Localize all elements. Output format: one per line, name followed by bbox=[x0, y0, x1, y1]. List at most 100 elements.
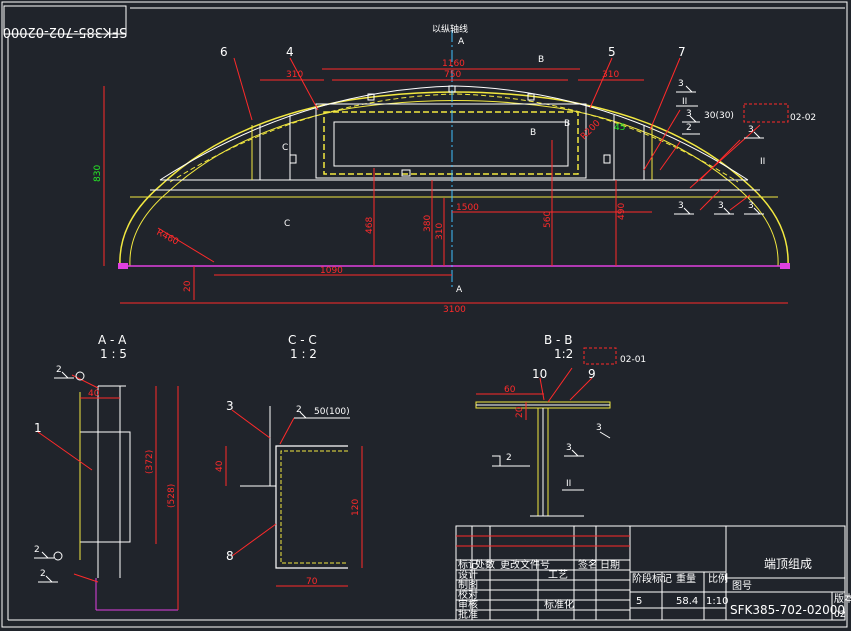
tb-proc: 工艺 bbox=[548, 569, 568, 581]
leader bbox=[289, 57, 319, 111]
tb-col-doc: 更改文件号 bbox=[500, 558, 550, 571]
bolt-mark bbox=[367, 93, 375, 101]
base-foot-left bbox=[118, 263, 128, 269]
weld-symbol: 3 bbox=[564, 443, 584, 457]
leader bbox=[659, 141, 681, 171]
weld-symbol: 3 bbox=[744, 201, 764, 215]
svg-text:3: 3 bbox=[678, 201, 684, 211]
bb-callout-9: 9 bbox=[588, 367, 596, 381]
symbol-ii-right: II bbox=[760, 157, 765, 167]
section-mark-b-2: B bbox=[530, 128, 536, 138]
title-block-frame bbox=[455, 525, 846, 621]
dim-1160: 1160 bbox=[442, 59, 465, 69]
dim-490: 490 bbox=[617, 203, 627, 220]
cc-leader bbox=[231, 523, 277, 557]
weld-symbol: 2 bbox=[682, 123, 700, 135]
window-frame bbox=[323, 111, 579, 175]
section-a-a: A - A 1 : 5 1 40 (372) (528) 2 2 bbox=[34, 333, 179, 611]
svg-text:3: 3 bbox=[678, 79, 684, 89]
weld-symbol: 3 bbox=[596, 423, 611, 439]
weld-symbol: 2 bbox=[38, 569, 58, 583]
weld-note: 30(30) bbox=[704, 111, 734, 121]
callout-4: 4 bbox=[286, 45, 294, 59]
section-mark-c-2: C bbox=[284, 219, 290, 229]
dim-310-right: 310 bbox=[602, 70, 619, 80]
cc-weld-line bbox=[294, 411, 350, 419]
bb-leader bbox=[569, 377, 593, 401]
tb-sc-hdr: 比例 bbox=[708, 572, 728, 585]
dim-468: 468 bbox=[365, 217, 375, 234]
weld-symbol: 2 bbox=[34, 545, 63, 561]
tb-scale: 1:10 bbox=[706, 596, 728, 607]
callout-7: 7 bbox=[678, 45, 686, 59]
bb-dim-20: 20 bbox=[515, 406, 525, 418]
svg-text:2: 2 bbox=[56, 365, 62, 375]
section-mark-a-top: A bbox=[458, 37, 465, 47]
svg-text:3: 3 bbox=[718, 201, 724, 211]
aa-dim-372: (372) bbox=[145, 450, 155, 474]
leader bbox=[643, 109, 681, 171]
weld-symbol: 3 bbox=[682, 109, 700, 123]
dim-310-v: 310 bbox=[435, 223, 445, 240]
tb-role-check: 校对 bbox=[458, 588, 478, 601]
bb-plate bbox=[475, 401, 611, 409]
bb-symbol-ii: II bbox=[566, 479, 571, 489]
leader bbox=[233, 57, 253, 121]
section-aa-scale: 1 : 5 bbox=[100, 347, 127, 361]
dim-560: 560 bbox=[543, 211, 553, 228]
svg-text:3: 3 bbox=[596, 423, 602, 433]
svg-text:3: 3 bbox=[748, 201, 754, 211]
tb-drw-hdr: 图号 bbox=[732, 580, 752, 592]
bolt-mark bbox=[401, 169, 411, 177]
dim-380: 380 bbox=[423, 215, 433, 232]
tb-part-name: 端顶组成 bbox=[764, 557, 812, 571]
cc-channel-inner bbox=[280, 450, 348, 564]
bb-callout-10: 10 bbox=[532, 367, 547, 381]
tb-drawing-no: SFK385-702-02000 bbox=[730, 603, 845, 617]
aa-dim-40: 40 bbox=[88, 389, 100, 399]
section-mark-b-3: B bbox=[564, 119, 570, 129]
svg-text:2: 2 bbox=[34, 545, 40, 555]
dim-310-left: 310 bbox=[286, 70, 303, 80]
dim-1500: 1500 bbox=[456, 203, 479, 213]
section-mark-c-1: C bbox=[282, 143, 288, 153]
tb-role-design: 设计 bbox=[458, 568, 478, 581]
bolt-mark bbox=[448, 85, 456, 93]
section-c-c: C - C 1 : 2 3 8 2 50(100) 40 120 70 bbox=[215, 333, 363, 587]
title-block-text: 标记 处数 更改文件号 签名 日期 设计 制图 校对 审核 批准 工艺 标准化 … bbox=[458, 557, 851, 621]
bb-leader bbox=[539, 377, 545, 401]
section-cc-scale: 1 : 2 bbox=[290, 347, 317, 361]
tb-std: 标准化 bbox=[544, 598, 574, 611]
svg-text:2: 2 bbox=[40, 569, 46, 579]
cc-leader bbox=[279, 417, 295, 445]
cc-weld-2: 2 bbox=[296, 405, 302, 415]
dim-r460: R460 bbox=[155, 228, 181, 248]
callout-5: 5 bbox=[608, 45, 616, 59]
bolt-mark bbox=[527, 93, 535, 101]
cc-leader bbox=[231, 409, 271, 439]
weld-symbol: 3 bbox=[676, 79, 696, 93]
tb-wt-hdr: 重量 bbox=[676, 572, 696, 585]
cc-dim-70: 70 bbox=[306, 577, 318, 587]
tb-ver-hdr: 版本 bbox=[834, 592, 851, 605]
weld-symbol: II bbox=[676, 97, 698, 107]
aa-body bbox=[79, 431, 131, 543]
leader bbox=[729, 194, 751, 211]
cc-dim-40: 40 bbox=[215, 460, 225, 472]
dim-45: 45 bbox=[614, 123, 625, 133]
svg-text:2: 2 bbox=[686, 123, 692, 133]
tb-sheet: 02 bbox=[834, 610, 845, 620]
tb-role-approve: 批准 bbox=[458, 608, 478, 621]
tb-col-sign: 签名 bbox=[578, 558, 598, 571]
section-b-b: B - B 1:2 02-01 10 9 60 20 2 3 3 bbox=[475, 333, 646, 517]
leader bbox=[157, 227, 215, 263]
bb-dim-60: 60 bbox=[504, 385, 516, 395]
aa-callout-1: 1 bbox=[34, 421, 42, 435]
cc-callout-3: 3 bbox=[226, 399, 234, 413]
section-aa-title: A - A bbox=[98, 333, 127, 347]
section-bb-title: B - B bbox=[544, 333, 572, 347]
callout-6: 6 bbox=[220, 45, 228, 59]
dim-1090: 1090 bbox=[320, 266, 343, 276]
